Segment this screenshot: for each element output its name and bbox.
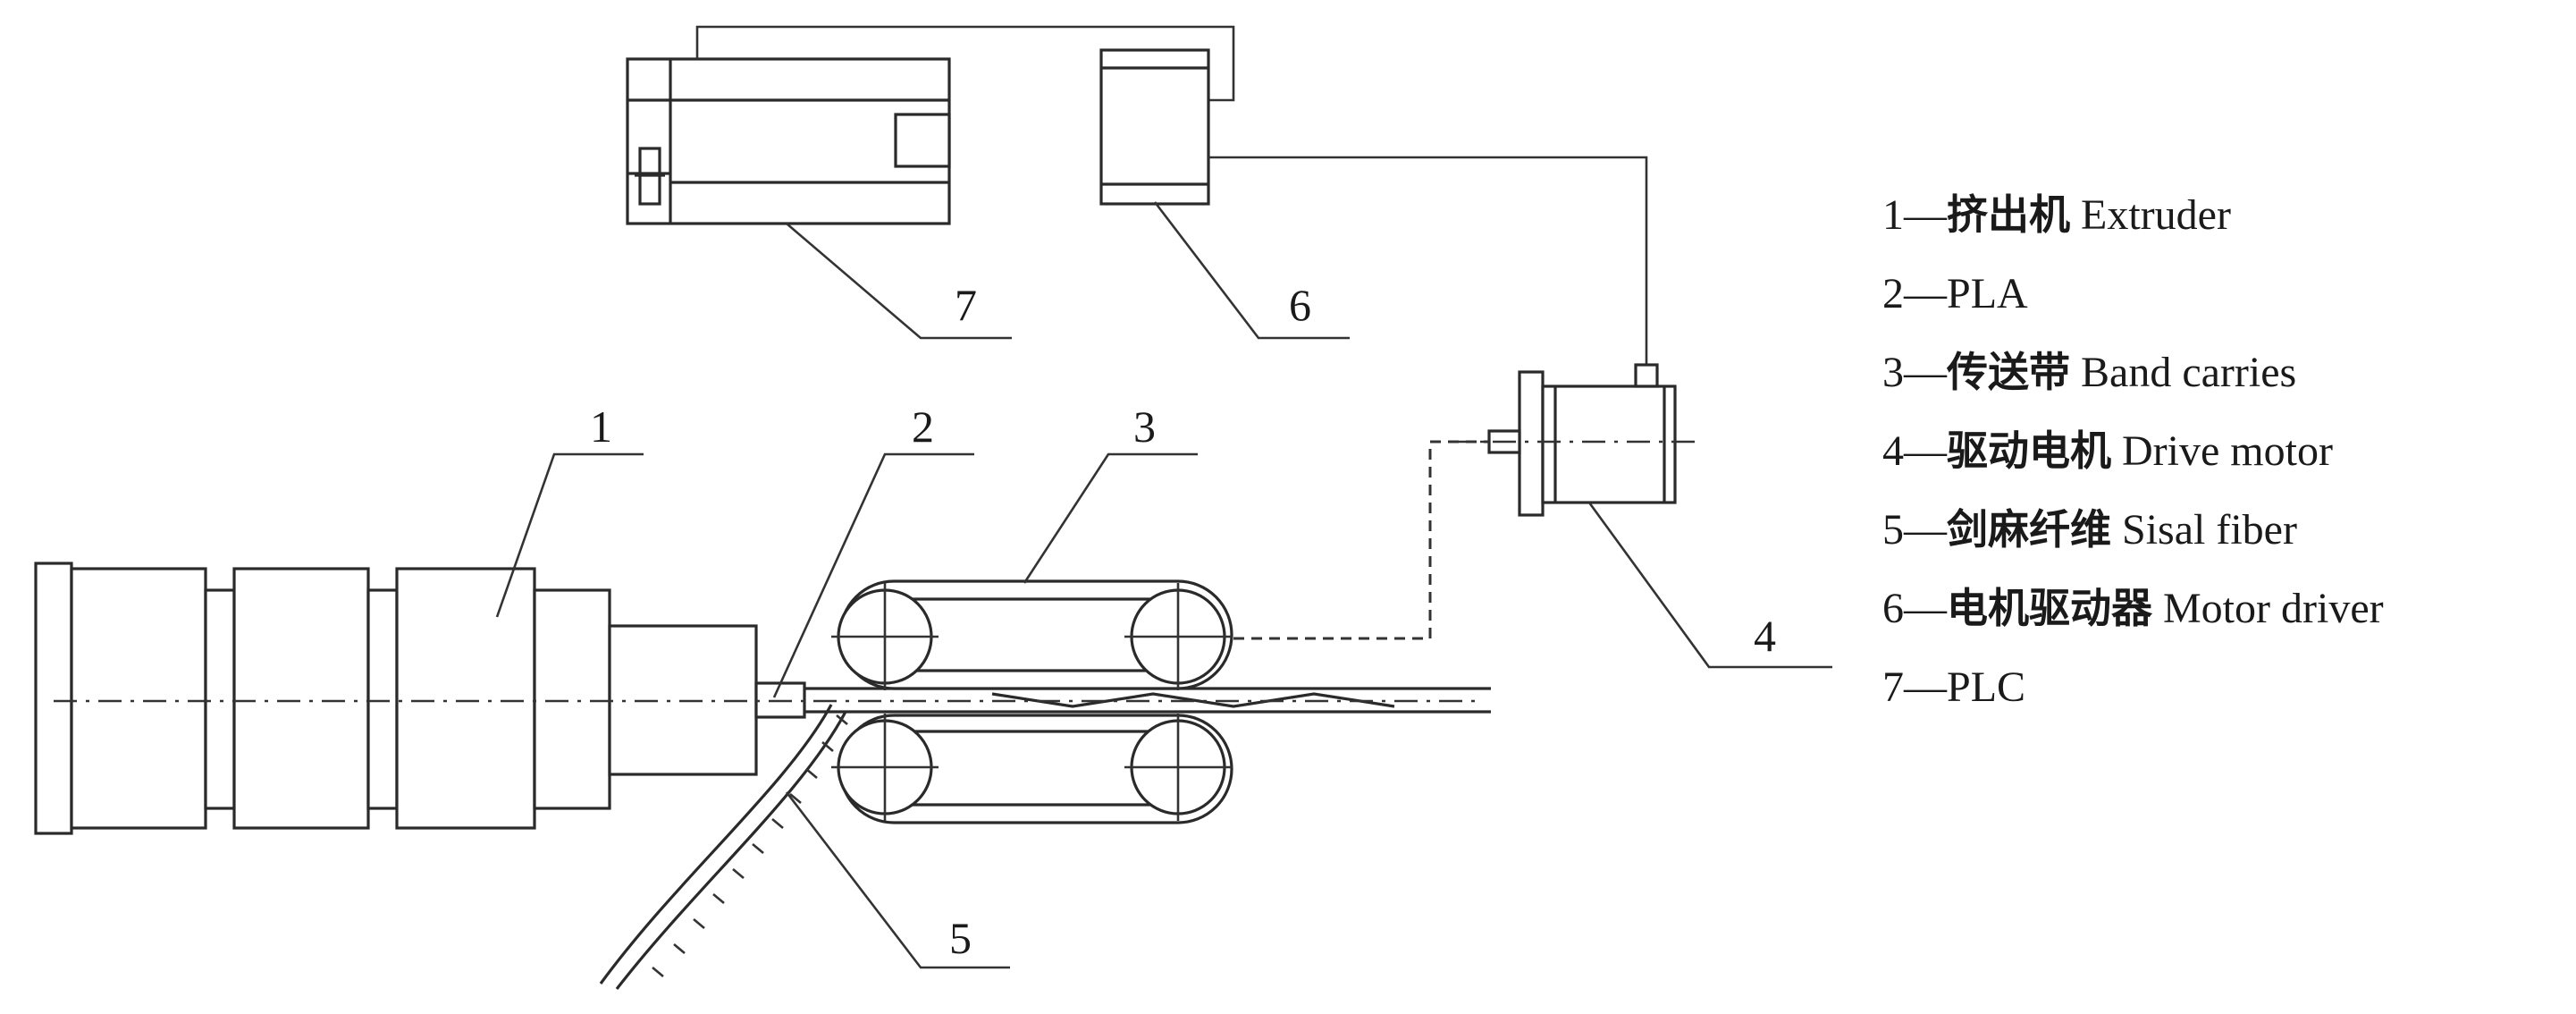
plc-driver-wire — [695, 25, 1235, 102]
conveyor-lower — [831, 714, 1233, 824]
legend-chinese: 剑麻纤维 — [1947, 505, 2111, 553]
label-4: 4 — [1754, 611, 1776, 661]
legend-item-pla: 2—PLA — [1882, 254, 2562, 333]
leader-lines — [495, 201, 1832, 969]
legend: 1—挤出机 Extruder 2—PLA 3—传送带 Band carries … — [1882, 175, 2562, 726]
conveyor-upper — [831, 579, 1233, 690]
legend-number: 5— — [1882, 506, 1947, 553]
legend-item-motor-driver: 6—电机驱动器 Motor driver — [1882, 569, 2562, 647]
legend-number: 4— — [1882, 427, 1947, 475]
legend-english: Extruder — [2070, 191, 2231, 239]
motor-driver-unit — [1099, 48, 1210, 206]
legend-item-extruder: 1—挤出机 Extruder — [1882, 175, 2562, 254]
legend-english: Drive motor — [2111, 427, 2333, 475]
legend-english: Motor driver — [2152, 585, 2384, 632]
legend-chinese: 驱动电机 — [1947, 427, 2111, 475]
driver-motor-wire — [1208, 156, 1648, 365]
label-2: 2 — [912, 401, 934, 452]
legend-number: 1— — [1882, 191, 1947, 239]
label-6: 6 — [1289, 280, 1311, 330]
extruder-unit — [34, 562, 806, 835]
legend-chinese: 电机驱动器 — [1947, 584, 2152, 632]
label-1: 1 — [590, 401, 612, 452]
legend-number: 3— — [1882, 349, 1947, 396]
label-7: 7 — [955, 280, 977, 330]
motor-belt-link — [1233, 440, 1489, 640]
legend-number: 7— — [1882, 663, 1947, 711]
label-5: 5 — [949, 913, 972, 963]
legend-english: PLA — [1947, 270, 2028, 317]
legend-number: 2— — [1882, 270, 1947, 317]
legend-english: Band carries — [2070, 349, 2297, 396]
legend-item-sisal-fiber: 5—剑麻纤维 Sisal fiber — [1882, 490, 2562, 569]
drive-motor-unit — [1448, 363, 1698, 517]
legend-chinese: 挤出机 — [1947, 190, 2070, 239]
legend-english: Sisal fiber — [2111, 506, 2297, 553]
legend-chinese: 传送带 — [1947, 348, 2070, 396]
legend-item-band-carries: 3—传送带 Band carries — [1882, 333, 2562, 411]
label-3: 3 — [1133, 401, 1156, 452]
legend-number: 6— — [1882, 585, 1947, 632]
plc-unit — [626, 57, 951, 225]
legend-item-plc: 7—PLC — [1882, 647, 2562, 726]
legend-english: PLC — [1947, 663, 2026, 711]
legend-item-drive-motor: 4—驱动电机 Drive motor — [1882, 411, 2562, 490]
sisal-fiber — [599, 704, 848, 990]
